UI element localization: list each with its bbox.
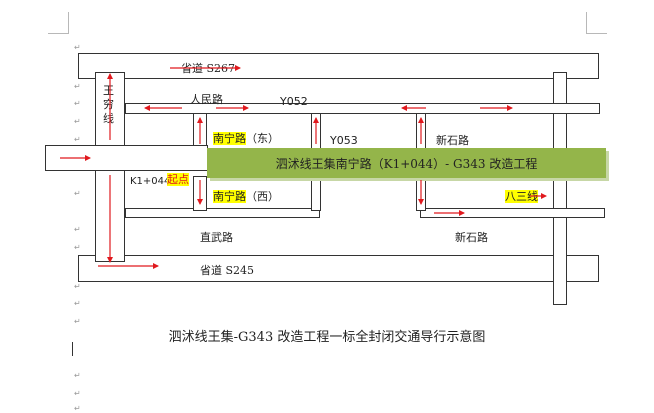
road-y053-lower	[311, 176, 321, 211]
nanning-east-name: 南宁路	[213, 132, 246, 145]
paragraph-mark: ↵	[74, 43, 81, 52]
road-s245	[78, 255, 599, 282]
label-y052: Y052	[280, 95, 308, 108]
nanning-west-suffix: （西）	[246, 190, 279, 203]
road-y053-upper	[311, 113, 321, 150]
paragraph-mark: ↵	[74, 317, 81, 326]
corner-mark-top-left	[68, 12, 69, 34]
road-renmin	[125, 103, 600, 114]
project-band: 泗沭线王集南宁路（K1+044）- G343 改造工程	[207, 148, 606, 178]
paragraph-mark: ↵	[74, 282, 81, 291]
road-xinshi-bottom-horizontal	[420, 208, 605, 218]
label-renmin: 人民路	[190, 93, 223, 106]
label-basan: 八三线	[505, 190, 538, 203]
paragraph-mark: ↵	[74, 299, 81, 308]
corner-mark-top-left-h	[48, 33, 69, 34]
road-s267	[78, 53, 599, 79]
label-s245: 省道 S245	[200, 264, 255, 277]
road-xinshi-upper	[416, 113, 426, 150]
paragraph-mark: ↵	[74, 99, 81, 108]
paragraph-mark: ↵	[74, 404, 81, 413]
paragraph-mark: ↵	[74, 371, 81, 380]
road-xinshi-lower	[416, 176, 426, 211]
label-xinshi-top: 新石路	[436, 134, 469, 147]
text-cursor	[72, 342, 73, 356]
label-nanning-west: 南宁路（西）	[213, 190, 279, 203]
label-start-km: K1+044	[130, 176, 171, 187]
paragraph-mark: ↵	[74, 117, 81, 126]
paragraph-mark: ↵	[74, 189, 81, 198]
corner-mark-top-right-h	[586, 33, 607, 34]
road-main-west	[45, 145, 208, 171]
nanning-east-suffix: （东）	[246, 132, 279, 145]
nanning-west-name: 南宁路	[213, 190, 246, 203]
project-title: 泗沭线王集南宁路（K1+044）- G343 改造工程	[275, 156, 538, 171]
label-y053: Y053	[330, 134, 358, 147]
road-zhiwu	[125, 208, 320, 218]
label-s267: 省道 S267	[181, 62, 236, 75]
paragraph-mark: ↵	[74, 243, 81, 252]
paragraph-mark: ↵	[74, 135, 81, 144]
label-xinshi-bottom: 新石路	[455, 231, 488, 244]
label-nanning-east: 南宁路（东）	[213, 132, 279, 145]
road-right-vertical	[553, 72, 567, 305]
paragraph-mark: ↵	[74, 82, 81, 91]
diagram-caption: 泗沭线王集-G343 改造工程一标全封闭交通导行示意图	[168, 330, 486, 345]
label-wangqiong: 王穷线	[103, 84, 114, 125]
label-start-point: 起点	[167, 173, 189, 186]
paragraph-mark: ↵	[74, 225, 81, 234]
paragraph-mark: ↵	[74, 389, 81, 398]
road-nanning-west	[193, 176, 207, 211]
label-zhiwu: 直武路	[200, 231, 233, 244]
corner-mark-top-right	[586, 12, 587, 34]
